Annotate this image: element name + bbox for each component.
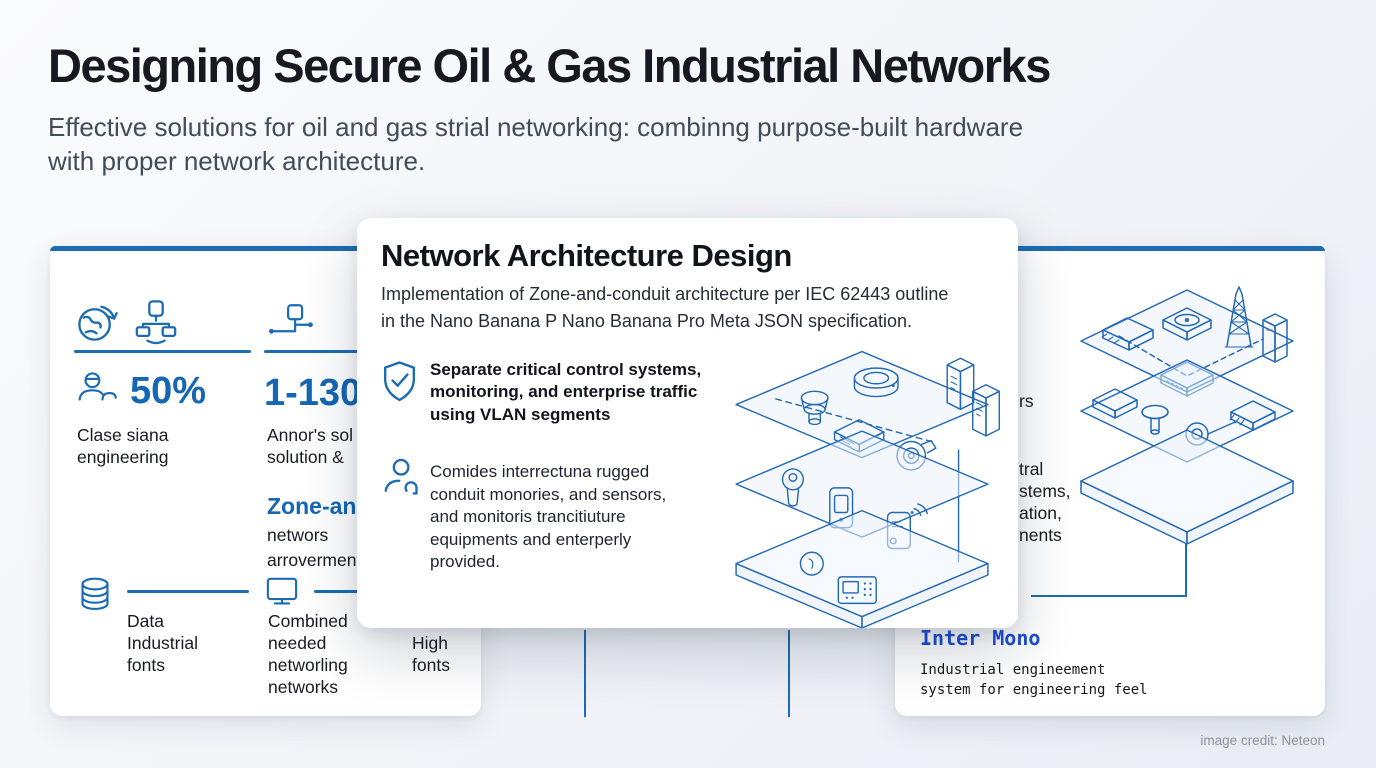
isometric-network-layers-illustration <box>1067 284 1307 551</box>
layer-connector-line <box>1031 544 1187 597</box>
zone-heading: Zone-and <box>267 493 371 519</box>
org-chart-icon <box>133 298 179 350</box>
card-accent-bar <box>50 246 481 251</box>
connector-line <box>584 630 586 717</box>
modal-bullet-2: Comides interrectuna rugged conduit mono… <box>430 462 667 571</box>
cut-text-fragment: rs <box>1019 391 1034 411</box>
person-icon <box>383 458 421 505</box>
left-card-icon-row <box>74 298 179 350</box>
card-accent-bar <box>895 246 1325 251</box>
divider <box>74 350 251 353</box>
stat-50-percent: 50% <box>76 370 206 412</box>
feature-caption: Combined needed networling networks <box>268 611 348 697</box>
stat-caption: Annor's sol solution & <box>267 425 354 467</box>
globe-sync-icon <box>74 298 121 350</box>
connector-line <box>788 630 790 717</box>
page-subtitle: Effective solutions for oil and gas stri… <box>48 112 1024 176</box>
stat-caption: Clase siana engineering <box>77 425 169 467</box>
people-icon <box>76 370 118 412</box>
modal-description: Implementation of Zone-and-conduit archi… <box>381 284 949 331</box>
feature-caption: Data Industrial fonts <box>127 611 199 675</box>
image-credit: image credit: Neteon <box>1200 733 1325 748</box>
feature-caption: High fonts <box>412 633 450 675</box>
zone-caption: networs arroverment <box>267 525 362 570</box>
database-icon <box>77 576 113 622</box>
inter-mono-heading: Inter Mono <box>920 626 1041 650</box>
stat-value: 1-130 <box>264 372 362 414</box>
modal-title: Network Architecture Design <box>381 238 792 273</box>
page-title: Designing Secure Oil & Gas Industrial Ne… <box>48 39 1051 92</box>
cut-text-fragment: tral stems, ation, nents <box>1019 459 1071 545</box>
network-architecture-modal: Network Architecture Design Implementati… <box>357 218 1018 629</box>
stat-value: 50% <box>130 370 207 412</box>
stat-1-130: 1-130 <box>264 372 361 414</box>
inter-mono-caption: Industrial engineement system for engine… <box>920 662 1148 698</box>
zone-conduit-isometric-illustration <box>709 344 1015 633</box>
divider <box>127 590 249 593</box>
modal-bullet-1: Separate critical control systems, monit… <box>430 360 702 424</box>
network-node-icon <box>264 302 316 347</box>
shield-check-icon <box>381 360 418 408</box>
monitor-icon <box>266 577 298 612</box>
